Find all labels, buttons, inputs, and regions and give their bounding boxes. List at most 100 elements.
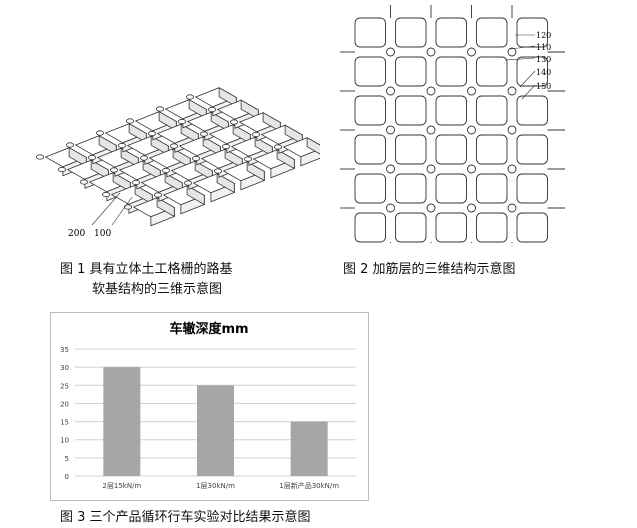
- grid-cell: [516, 56, 548, 87]
- geogrid-node: [147, 130, 156, 137]
- geogrid-node: [273, 144, 282, 150]
- chart-ytick-label: 10: [60, 437, 69, 445]
- chart-xtick-label: 1层新产品30kN/m: [279, 481, 339, 490]
- grid-node: [467, 47, 476, 57]
- chart-ytick-label: 5: [65, 455, 69, 463]
- geogrid-node: [35, 154, 44, 160]
- callout-150: 150: [536, 82, 551, 91]
- geogrid-node: [177, 118, 186, 125]
- grid-node: [426, 86, 436, 96]
- chart-xtick-label: 2层15kN/m: [102, 482, 141, 490]
- figure3-bar-chart: 车辙深度mm 0 5 10 15 20 25 30 35 2层15kN/m 1层30kN/m 1层新…: [60, 321, 356, 490]
- chart-ytick-label: 25: [60, 382, 69, 390]
- callout-200: 200: [68, 229, 85, 239]
- grid-node: [426, 47, 436, 57]
- callout-140: 140: [536, 68, 551, 77]
- chart-ytick-label: 15: [60, 419, 69, 427]
- callout-120: 120: [536, 31, 551, 40]
- grid-cell: [476, 17, 508, 48]
- geogrid-node: [88, 154, 97, 161]
- chart-xtick-label: 1层30kN/m: [196, 482, 235, 490]
- grid-cell: [395, 173, 427, 204]
- geogrid-node: [155, 106, 164, 112]
- grid-cell: [516, 17, 548, 48]
- grid-cell: [476, 173, 508, 204]
- grid-node: [507, 86, 517, 96]
- chart-bar: [197, 385, 234, 476]
- chart-title: 车辙深度mm: [169, 321, 248, 337]
- figure3-caption: 图 3 三个产品循环行车实验对比结果示意图: [60, 510, 311, 525]
- grid-cell: [354, 56, 386, 87]
- geogrid-node: [161, 167, 170, 174]
- grid-cell: [354, 212, 386, 243]
- grid-node: [467, 125, 476, 135]
- grid-cell: [435, 134, 467, 165]
- geogrid-node: [207, 106, 216, 113]
- geogrid-node: [183, 180, 192, 186]
- grid-node: [467, 203, 476, 213]
- grid-cell: [435, 95, 467, 126]
- grid-cell: [516, 212, 548, 243]
- figure1-geogrid-illustration: 200 100: [35, 87, 320, 239]
- grid-cell: [395, 56, 427, 87]
- geogrid-node: [58, 166, 67, 173]
- geogrid-node: [66, 142, 75, 148]
- geogrid-node: [132, 179, 141, 186]
- geogrid-node: [213, 168, 222, 174]
- grid-cell: [435, 56, 467, 87]
- chart-ytick-label: 20: [60, 400, 69, 408]
- geogrid-node: [221, 143, 230, 150]
- grid-node: [386, 203, 395, 213]
- grid-node: [467, 86, 476, 96]
- grid-cell: [516, 173, 548, 204]
- grid-node: [386, 164, 395, 174]
- grid-cell: [354, 95, 386, 126]
- chart-bar: [290, 421, 328, 476]
- chart-ytick-label: 35: [60, 346, 69, 354]
- geogrid-node: [199, 131, 208, 137]
- geogrid-node: [191, 155, 200, 162]
- grid-cell: [395, 95, 427, 126]
- callout-110: 110: [536, 43, 551, 52]
- chart-bar: [103, 367, 141, 476]
- geogrid-node: [124, 204, 133, 210]
- grid-cell: [516, 134, 548, 165]
- geogrid-node: [185, 94, 194, 100]
- geogrid-node: [126, 118, 135, 124]
- grid-node: [507, 125, 517, 135]
- geogrid-node: [153, 192, 162, 198]
- figure1-caption-line2: 软基结构的三维示意图: [92, 282, 223, 297]
- geogrid-node: [169, 143, 178, 149]
- grid-node: [386, 86, 395, 96]
- geogrid-node: [118, 142, 127, 149]
- grid-node: [507, 47, 517, 57]
- grid-node: [507, 203, 517, 213]
- geogrid-node: [140, 155, 149, 161]
- grid-cell: [354, 17, 386, 48]
- chart-ytick-label: 0: [65, 473, 69, 481]
- grid-node: [386, 125, 395, 135]
- grid-cell: [435, 17, 467, 48]
- grid-cell: [395, 134, 427, 165]
- callout-100: 100: [94, 229, 111, 239]
- grid-node: [426, 125, 436, 135]
- grid-node: [426, 203, 436, 213]
- grid-node: [386, 47, 395, 57]
- grid-cell: [354, 134, 386, 165]
- geogrid-node: [229, 119, 238, 125]
- grid-node: [507, 164, 517, 174]
- geogrid-node: [96, 130, 105, 136]
- figure2-grid-illustration: 120 110 130 140 150: [340, 5, 565, 243]
- figure2-caption: 图 2 加筋层的三维结构示意图: [343, 262, 516, 277]
- geogrid-node: [243, 156, 252, 162]
- grid-cell: [395, 17, 427, 48]
- chart-ytick-label: 30: [60, 364, 69, 372]
- figure1-caption-line1: 图 1 具有立体土工格栅的路基: [60, 262, 233, 277]
- figure3-chart-frame: 车辙深度mm 0 5 10 15 20 25 30 35 2层15kN/m 1层30kN/m 1层新…: [50, 312, 369, 501]
- grid-cell: [516, 95, 548, 126]
- grid-node: [426, 164, 436, 174]
- grid-cell: [395, 212, 427, 243]
- grid-node: [467, 164, 476, 174]
- grid-cell: [476, 95, 508, 126]
- grid-cell: [476, 134, 508, 165]
